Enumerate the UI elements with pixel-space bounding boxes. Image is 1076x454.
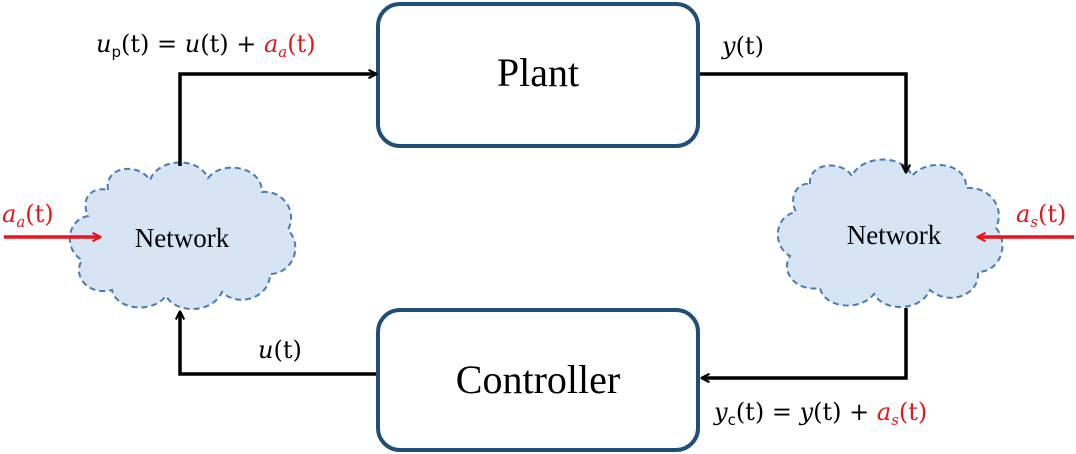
plant-label: Plant xyxy=(497,50,579,95)
wire-network-to-plant xyxy=(178,74,376,166)
controller-input-equation: yc(t) = y(t) + as(t) xyxy=(713,398,927,429)
network-left-label: Network xyxy=(135,223,230,253)
controller-label: Controller xyxy=(456,357,620,402)
controller-output-label: u(t) xyxy=(258,336,302,364)
plant-block: Plant xyxy=(376,2,700,148)
network-cloud-right: Network xyxy=(776,158,1004,308)
actuator-attack-label: aa(t) xyxy=(2,200,54,231)
network-right-label: Network xyxy=(847,220,942,250)
network-cloud-left: Network xyxy=(68,161,297,310)
wire-controller-to-network xyxy=(180,312,376,376)
controller-block: Controller xyxy=(376,308,700,452)
wire-plant-to-network xyxy=(700,72,906,172)
sensor-attack-label: as(t) xyxy=(1016,200,1066,231)
plant-output-label: y(t) xyxy=(721,32,764,60)
plant-input-equation: up(t) = u(t) + aa(t) xyxy=(96,30,316,61)
wire-network-to-controller xyxy=(702,308,908,378)
